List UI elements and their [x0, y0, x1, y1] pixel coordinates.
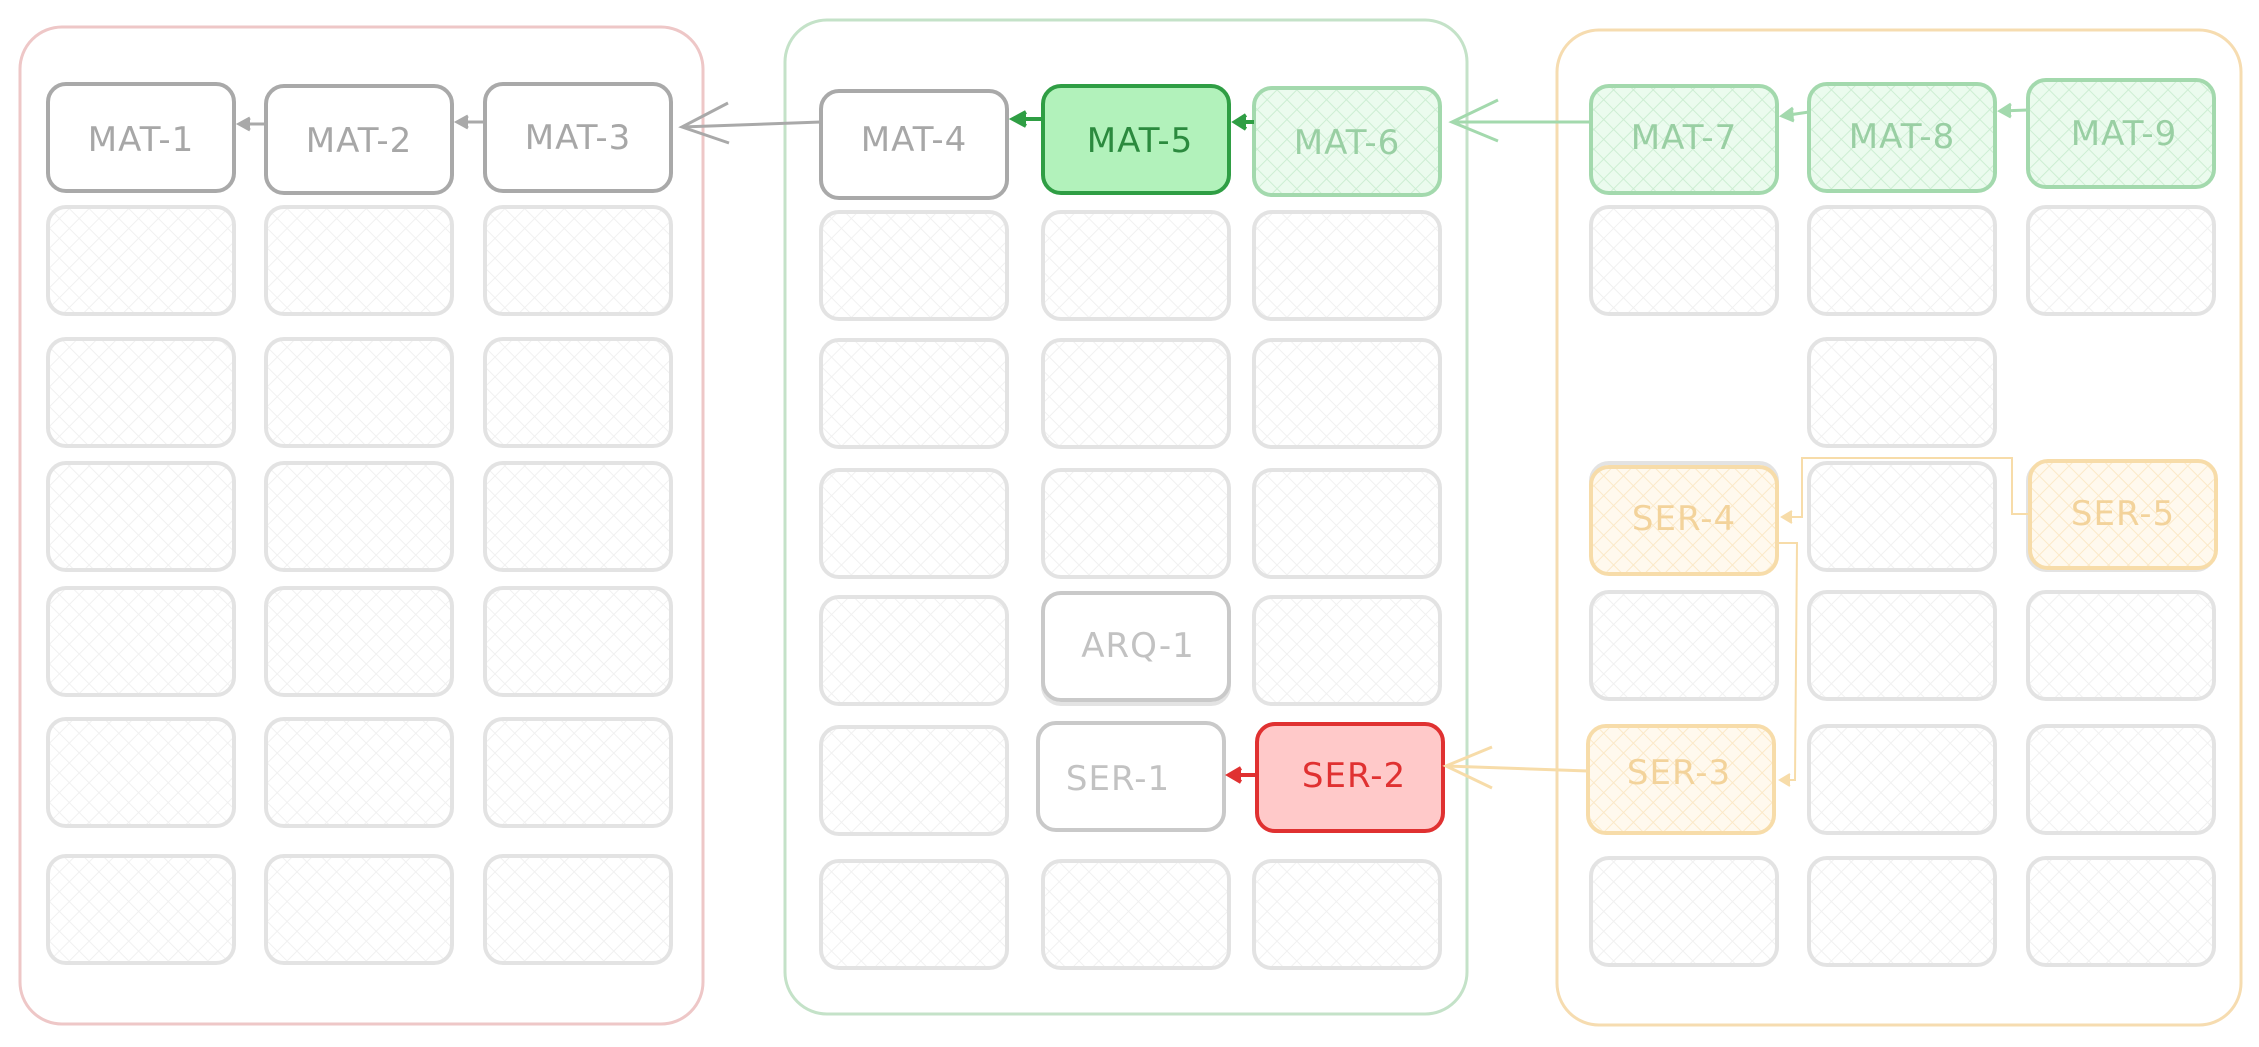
empty-cell — [264, 205, 454, 316]
empty-cell — [483, 337, 673, 448]
node-arq-1[interactable]: ARQ-1 — [1041, 591, 1231, 702]
empty-cell — [46, 586, 236, 697]
empty-cell — [819, 338, 1009, 449]
empty-cell — [1589, 856, 1779, 967]
node-label: MAT-8 — [1849, 117, 1956, 157]
node-ser-1[interactable]: SER-1 — [1036, 721, 1226, 832]
empty-cell — [264, 586, 454, 697]
empty-cell — [1041, 859, 1231, 970]
empty-cell — [264, 337, 454, 448]
empty-cell — [819, 210, 1009, 321]
empty-cell — [46, 461, 236, 572]
empty-cell — [2026, 724, 2216, 835]
arrow-mat4-to-group-left — [678, 101, 822, 145]
node-mat-1[interactable]: MAT-1 — [46, 82, 236, 193]
node-label: MAT-5 — [1087, 121, 1194, 161]
empty-cell — [1041, 210, 1231, 321]
empty-cells — [46, 205, 2216, 970]
empty-cell — [1807, 856, 1997, 967]
arrow-mat3-to-mat2 — [453, 114, 485, 130]
empty-cell — [483, 854, 673, 965]
empty-cell — [1807, 337, 1997, 448]
empty-cell — [1252, 468, 1442, 579]
node-label: MAT-4 — [861, 120, 968, 160]
node-label: MAT-6 — [1294, 123, 1401, 163]
node-ser-5[interactable]: SER-5 — [2028, 459, 2218, 570]
empty-cell — [819, 468, 1009, 579]
group-frame-middle — [783, 18, 1469, 1016]
arrow-mat5-to-mat4 — [1008, 110, 1043, 128]
empty-cell — [46, 854, 236, 965]
node-label: MAT-3 — [525, 118, 632, 158]
node-label: MAT-1 — [88, 120, 195, 160]
empty-cell — [2026, 590, 2216, 701]
empty-cell — [1807, 205, 1997, 316]
node-label: SER-1 — [1066, 759, 1170, 799]
node-ser-3[interactable]: SER-3 — [1586, 724, 1776, 835]
arrow-ser4-to-ser3 — [1777, 542, 1799, 787]
empty-cell — [1807, 461, 1997, 572]
empty-cell — [819, 859, 1009, 970]
group-frame-right — [1555, 28, 2243, 1027]
arrow-mat2-to-mat1 — [235, 116, 266, 132]
empty-cell — [483, 586, 673, 697]
empty-cell — [2026, 205, 2216, 316]
arrow-ser2-to-ser1 — [1225, 766, 1257, 784]
empty-cell — [1252, 859, 1442, 970]
empty-cell — [1041, 468, 1231, 579]
empty-cell — [1589, 590, 1779, 701]
node-label: SER-3 — [1627, 753, 1731, 793]
node-mat-4[interactable]: MAT-4 — [819, 89, 1009, 200]
empty-cell — [1252, 338, 1442, 449]
empty-cell — [264, 717, 454, 828]
arrow-mat6-to-mat5 — [1231, 113, 1254, 131]
empty-cell — [1041, 338, 1231, 449]
empty-cell — [483, 205, 673, 316]
arrow-ser5-to-ser4 — [1780, 457, 2030, 524]
node-mat-2[interactable]: MAT-2 — [264, 84, 454, 195]
node-mat-8[interactable]: MAT-8 — [1807, 82, 1997, 193]
empty-cell — [819, 725, 1009, 836]
node-mat-5[interactable]: MAT-5 — [1041, 84, 1231, 195]
empty-cell — [46, 337, 236, 448]
group-frame-left — [18, 25, 705, 1026]
empty-cell — [483, 461, 673, 572]
empty-cell — [46, 205, 236, 316]
node-ser-4[interactable]: SER-4 — [1589, 465, 1779, 576]
arrow-ser3-to-group-middle — [1442, 745, 1589, 790]
node-label: ARQ-1 — [1081, 626, 1195, 666]
node-label: MAT-2 — [306, 121, 413, 161]
arrow-mat7-to-group-middle — [1448, 98, 1591, 143]
empty-cell — [819, 595, 1009, 706]
node-mat-9[interactable]: MAT-9 — [2026, 78, 2216, 189]
arrow-mat8-to-mat7 — [1778, 106, 1810, 123]
empty-cell — [1589, 205, 1779, 316]
empty-cell — [1252, 595, 1442, 706]
empty-cell — [483, 717, 673, 828]
empty-cell — [1807, 724, 1997, 835]
empty-cell — [264, 854, 454, 965]
empty-cell — [1252, 210, 1442, 321]
empty-cell — [46, 717, 236, 828]
node-label: MAT-9 — [2071, 114, 2178, 154]
node-mat-6[interactable]: MAT-6 — [1252, 86, 1442, 197]
node-label: SER-5 — [2071, 494, 2175, 534]
empty-cell — [1807, 590, 1997, 701]
arrow-mat9-to-mat8 — [1997, 102, 2029, 119]
node-label: SER-2 — [1302, 756, 1406, 796]
node-mat-7[interactable]: MAT-7 — [1589, 84, 1779, 195]
node-mat-3[interactable]: MAT-3 — [483, 82, 673, 193]
node-label: MAT-7 — [1631, 118, 1738, 158]
node-ser-2[interactable]: SER-2 — [1255, 722, 1445, 833]
empty-cell — [2026, 856, 2216, 967]
empty-cell — [264, 461, 454, 572]
node-label: SER-4 — [1632, 499, 1736, 539]
